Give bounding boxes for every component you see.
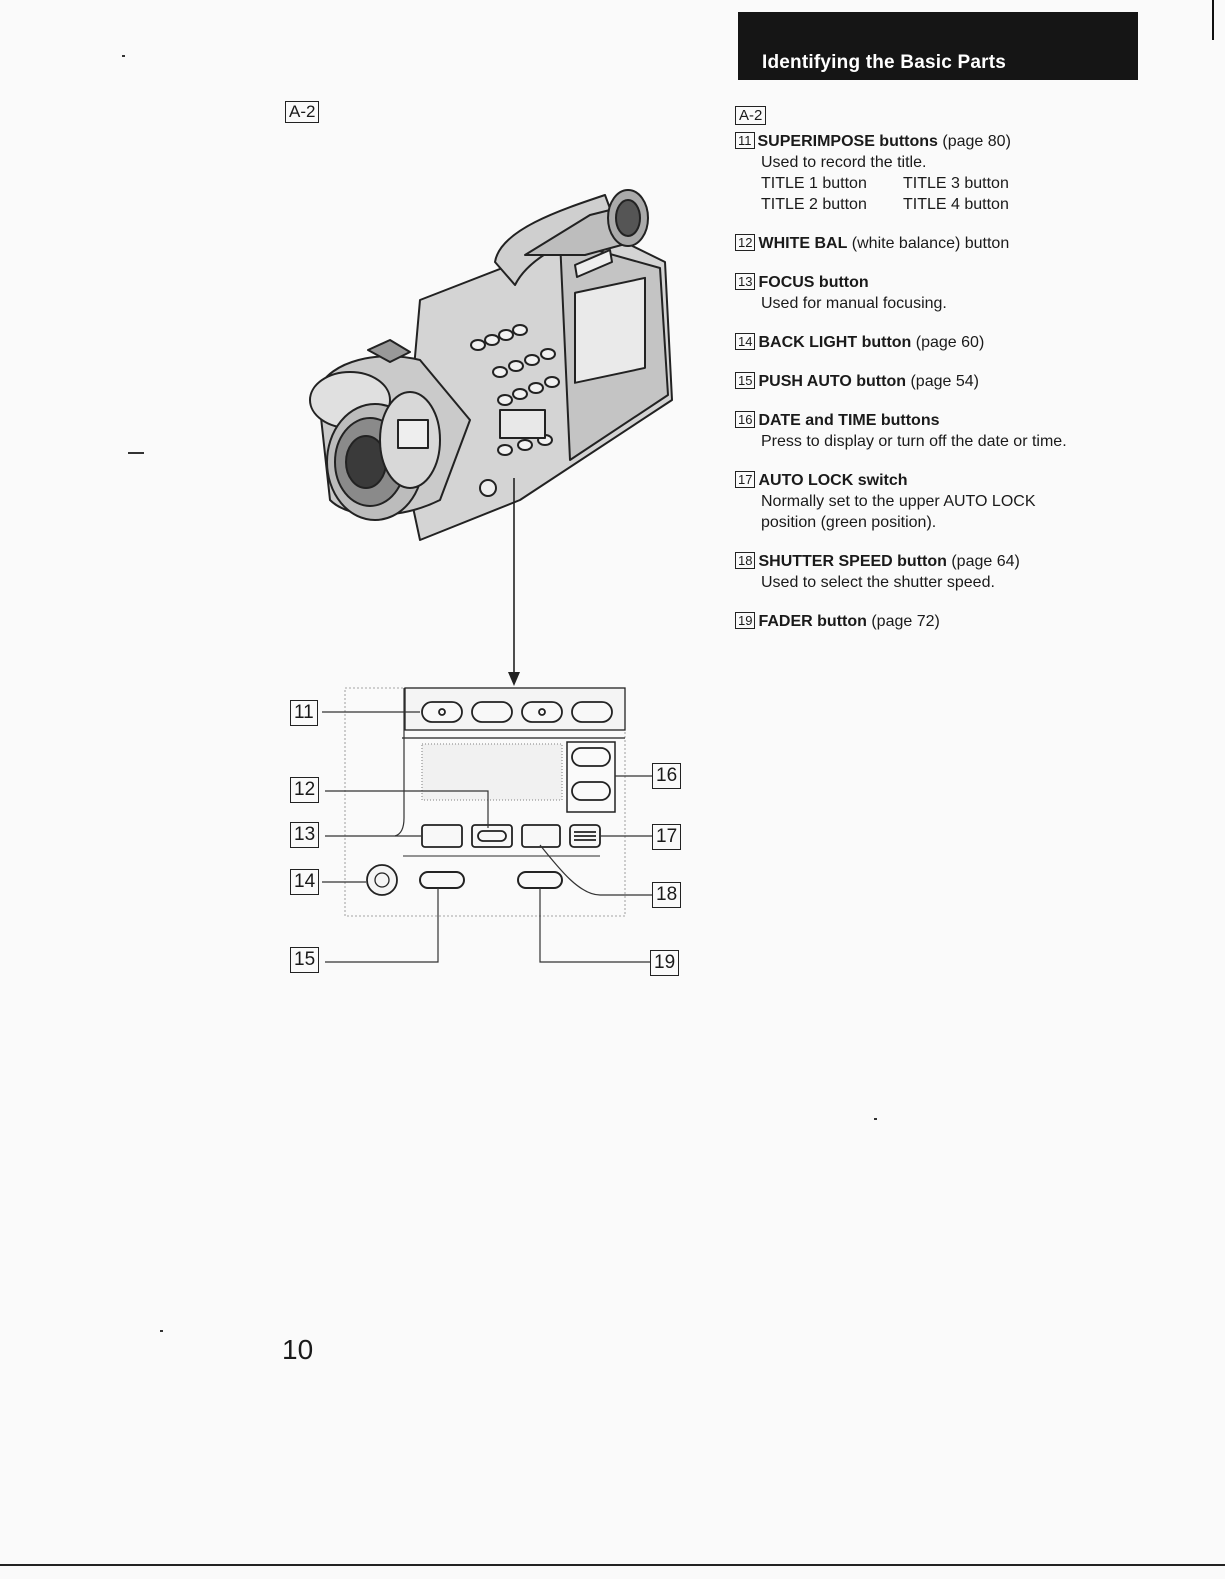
entry-title: DATE and TIME buttons [758,412,940,429]
callout-15: 15 [290,947,320,973]
callout-19: 19 [650,950,680,976]
title-grid-item: TITLE 3 button [903,175,1009,192]
entry-title: FADER button [758,613,867,630]
entry-extra: (page 60) [911,334,985,351]
entry-title: SHUTTER SPEED button [758,553,947,570]
title-grid-item: TITLE 2 button [761,196,867,213]
callout-17: 17 [652,824,682,850]
entry-body: Press to display or turn off the date or… [761,433,1067,450]
scan-speck [122,55,125,57]
figure-label: A-2 [285,101,320,123]
entry-extra: (page 54) [906,373,979,390]
header-title: Identifying the Basic Parts [762,52,1007,73]
edge-rule [1212,0,1214,40]
entry-title: WHITE BAL [758,235,848,252]
entry-body: Used for manual focusing. [761,295,947,312]
bottom-rule [0,1564,1225,1566]
entry-number: 14 [735,333,756,350]
entry-number: 15 [735,372,756,389]
title-grid-item: TITLE 4 button [903,196,1009,213]
page-number: 10 [282,1334,314,1365]
entry-number: 16 [735,411,756,428]
title-buttons-grid: TITLE 1 button TITLE 3 button TITLE 2 bu… [735,173,1205,215]
scan-speck [128,452,144,454]
entry-extra: (page 80) [937,133,1011,150]
callout-16: 16 [652,763,682,789]
entry-title: BACK LIGHT button [758,334,912,351]
entry-number: 12 [735,234,756,251]
control-panel [344,687,626,917]
entry-body: Normally set to the upper AUTO LOCK posi… [761,493,1036,531]
entry-number: 17 [735,471,756,488]
entry-number: 19 [735,612,756,629]
callout-12: 12 [290,777,320,803]
entry-extra: (page 64) [946,553,1020,570]
entry-number: 13 [735,273,756,290]
header-bar: Identifying the Basic Parts [738,12,1138,80]
entry-title: SUPERIMPOSE buttons [757,133,938,150]
section-label: A-2 [735,106,767,125]
title-grid-item: TITLE 1 button [761,175,867,192]
entry-extra: (white balance) button [847,235,1010,252]
callout-14: 14 [290,869,320,895]
scan-speck [874,1118,877,1120]
callout-13: 13 [290,822,320,848]
superimpose-buttons [421,701,613,723]
pointer-arrowhead [508,672,520,686]
entry-title: FOCUS button [758,274,869,291]
entry-title: AUTO LOCK switch [758,472,908,489]
entry-title: PUSH AUTO button [758,373,907,390]
scan-speck [160,1330,163,1332]
entry-number: 18 [735,552,756,569]
callout-leaders [322,688,652,963]
entry-number: 11 [735,132,755,149]
callout-11: 11 [290,700,318,726]
entry-extra: (page 72) [866,613,940,630]
callout-18: 18 [652,882,682,908]
entry-body: Used to select the shutter speed. [761,574,995,591]
camcorder-illustration [309,189,673,541]
entry-body: Used to record the title. [761,154,927,171]
